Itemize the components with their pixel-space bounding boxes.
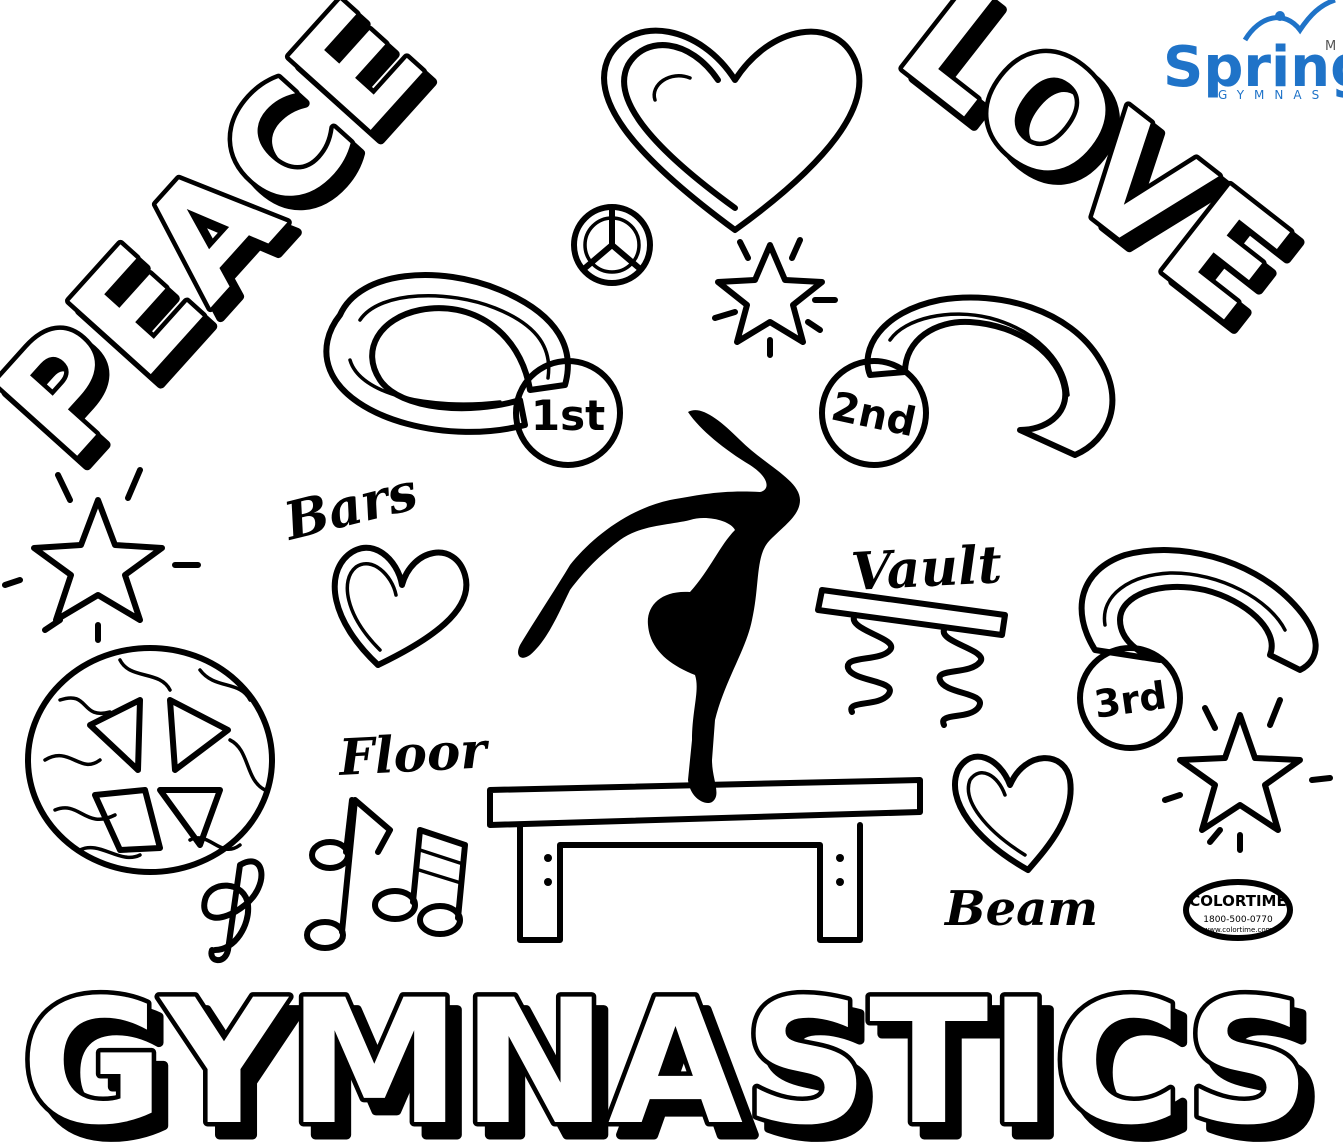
logo-name: Spring	[1163, 35, 1343, 100]
medal-first-label: 1st	[531, 391, 605, 440]
music-note-icon	[304, 797, 393, 951]
treble-clef-icon	[201, 858, 265, 964]
gymnast-silhouette-icon	[518, 410, 800, 804]
medal-icon: 1st	[323, 272, 623, 468]
peace-sign-icon	[571, 204, 653, 286]
logo-swoosh	[1242, 0, 1336, 42]
spring-logo: Spring M GYMNAS	[1163, 0, 1343, 102]
gymnastics-text: GYMNASTICS	[21, 962, 1311, 1144]
medal-third-label: 3rd	[1091, 673, 1169, 727]
heart-icon	[331, 544, 470, 668]
star-icon	[1162, 697, 1333, 853]
medal-second-label: 2nd	[827, 384, 920, 447]
stamp-site: www.colortime.com	[1204, 926, 1273, 934]
logo-sub: GYMNAS	[1218, 88, 1329, 102]
balance-beam-icon	[487, 777, 923, 943]
colortime-stamp: COLORTIME 1800-500-0770 www.colortime.co…	[1183, 879, 1293, 941]
gymnastics-shadow: GYMNASTICS	[33, 975, 1323, 1144]
music-note-icon	[372, 827, 468, 937]
star-icon	[2, 467, 201, 643]
star-icon	[712, 237, 838, 358]
stamp-phone: 1800-500-0770	[1203, 915, 1273, 925]
medal-icon: 3rd	[1077, 547, 1319, 751]
heart-icon	[601, 27, 863, 233]
floor-label: Floor	[336, 720, 492, 787]
vault-label: Vault	[849, 534, 1003, 603]
heart-icon	[952, 753, 1074, 873]
spring-icon	[815, 587, 1008, 728]
beam-label: Beam	[943, 881, 1098, 937]
stamp-brand: COLORTIME	[1189, 892, 1286, 910]
peace-sign-icon	[25, 645, 275, 875]
gymnastics-word: GYMNASTICS GYMNASTICS	[17, 958, 1328, 1144]
peace-word: PEACE PEACE	[0, 0, 471, 505]
bars-label: Bars	[276, 461, 423, 553]
medal-icon: 2nd	[819, 294, 1116, 468]
logo-corner-letter: M	[1325, 39, 1336, 54]
logo-figure-head	[1275, 11, 1285, 21]
